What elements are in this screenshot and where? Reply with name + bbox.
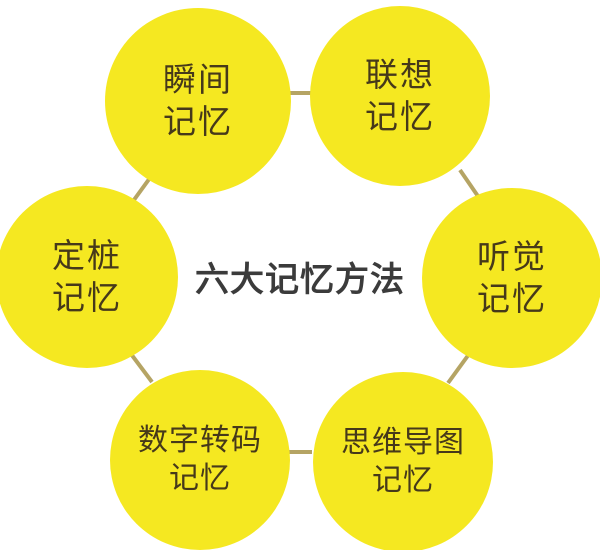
node-label-line1: 瞬间 <box>163 60 233 100</box>
node-label-line2: 记忆 <box>163 101 233 141</box>
center-title: 六大记忆方法 <box>195 260 405 300</box>
node-label-line2: 记忆 <box>169 460 231 496</box>
node-instant-memory[interactable]: 瞬间 记忆 <box>105 8 291 194</box>
node-label-line2: 记忆 <box>365 96 435 136</box>
node-association-memory[interactable]: 联想 记忆 <box>310 6 490 186</box>
node-auditory-memory[interactable]: 听觉 记忆 <box>422 188 600 368</box>
node-label-line1: 联想 <box>365 55 435 95</box>
node-mind-map-memory[interactable]: 思维导图 记忆 <box>313 372 493 550</box>
node-label-line1: 思维导图 <box>341 424 465 460</box>
node-label-line2: 记忆 <box>477 278 547 318</box>
node-peg-memory[interactable]: 定桩 记忆 <box>0 186 178 368</box>
node-label-line1: 听觉 <box>477 237 547 277</box>
node-label-line1: 定桩 <box>52 236 122 276</box>
node-number-coding-memory[interactable]: 数字转码 记忆 <box>110 370 290 550</box>
node-label-line1: 数字转码 <box>138 422 262 458</box>
node-label-line2: 记忆 <box>52 277 122 317</box>
node-label-line2: 记忆 <box>372 462 434 498</box>
